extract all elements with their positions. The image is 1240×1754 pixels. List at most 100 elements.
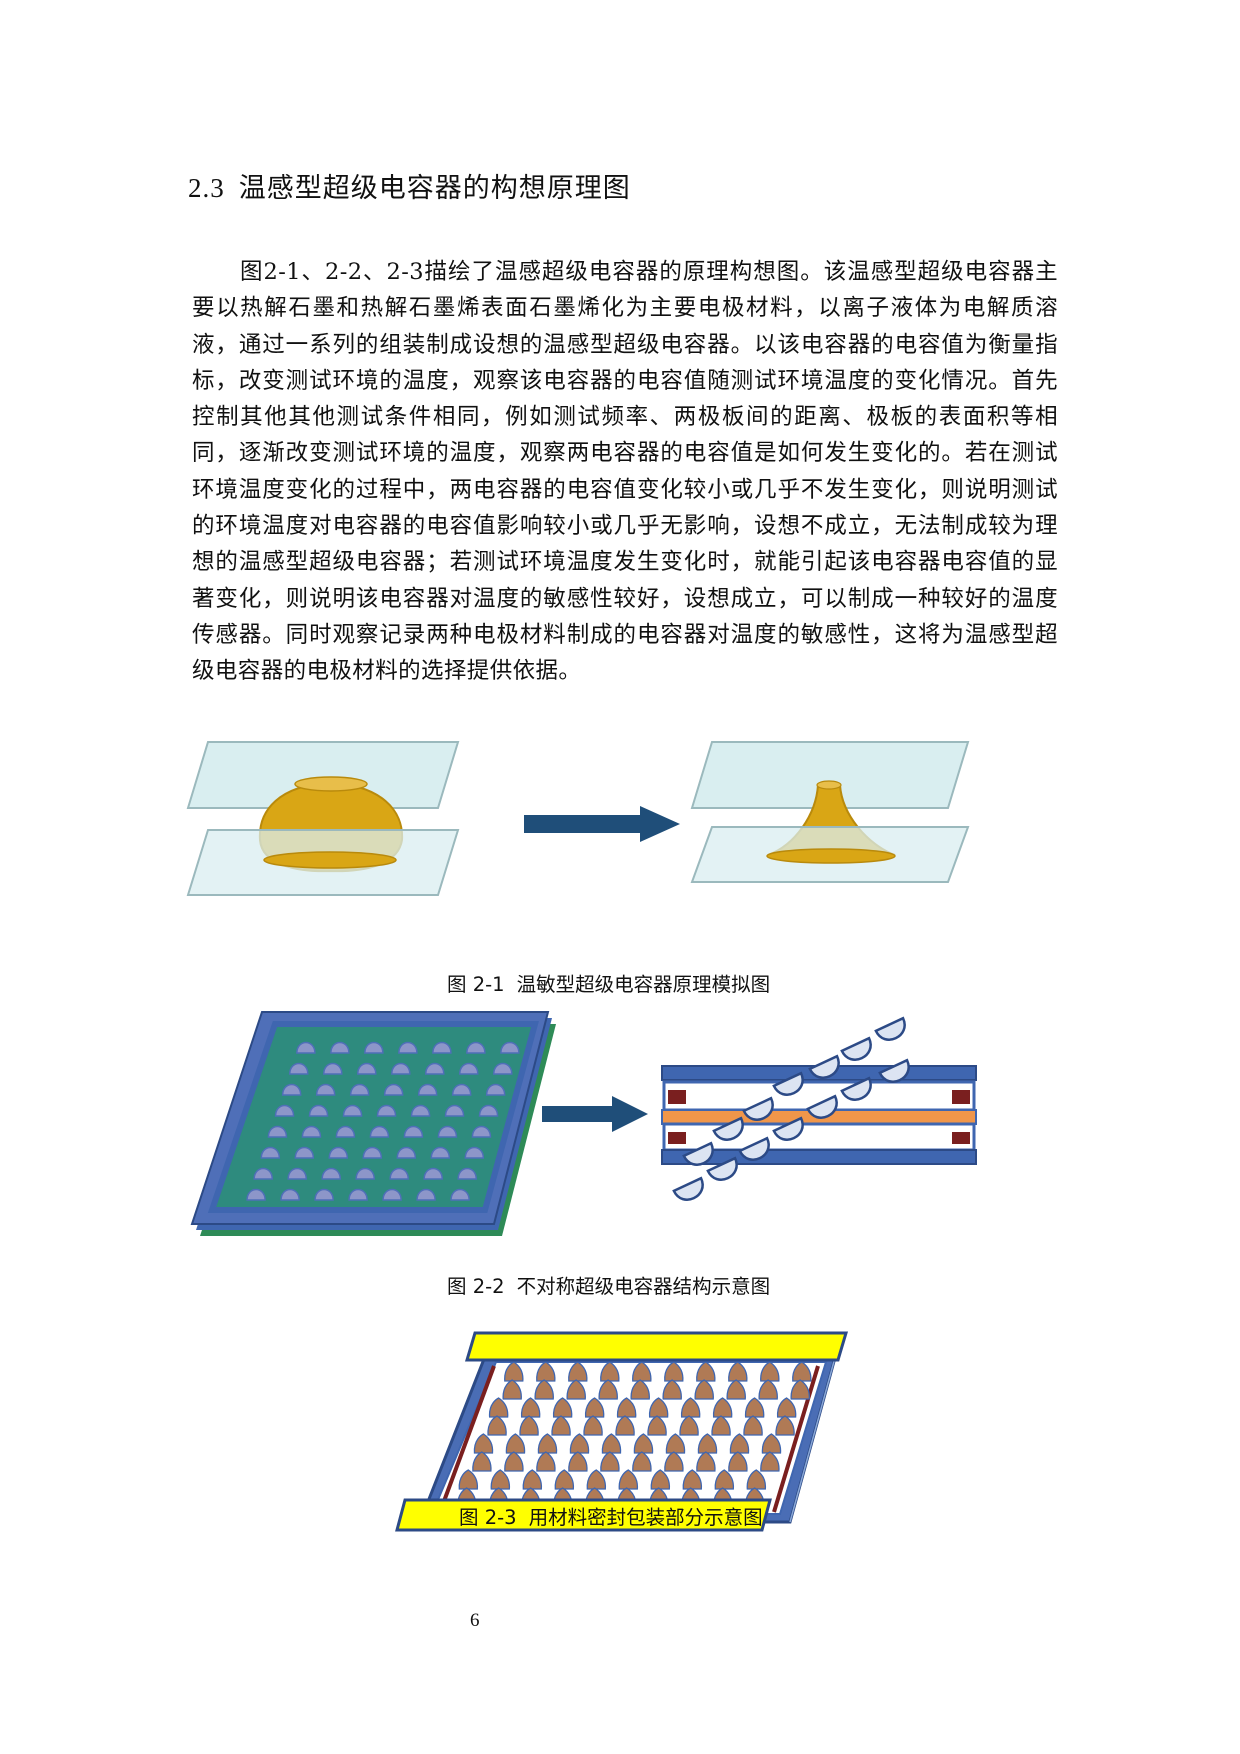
- packed-particle: [664, 1361, 684, 1382]
- packed-particle: [487, 1415, 507, 1436]
- packed-particle: [583, 1415, 603, 1436]
- ion-particle: [772, 1071, 804, 1096]
- packed-particle: [712, 1397, 733, 1418]
- figure-2-1-caption: 图 2-1 温敏型超级电容器原理模拟图: [447, 968, 770, 997]
- electrode-particle: [246, 1188, 266, 1201]
- electrode-particle: [464, 1146, 485, 1159]
- electrode-particle: [403, 1125, 424, 1138]
- ion-particle: [808, 1054, 840, 1079]
- electrode-particle: [416, 1188, 436, 1201]
- electrode-particle: [280, 1188, 300, 1201]
- packed-particle: [568, 1451, 588, 1472]
- electrode-particle: [364, 1041, 384, 1054]
- packed-particle: [568, 1361, 588, 1382]
- ion-particle: [706, 1156, 738, 1181]
- electrode-particle: [348, 1188, 368, 1201]
- electrode-particle: [321, 1167, 341, 1180]
- electrode-particle: [430, 1146, 451, 1159]
- electrode-particle: [398, 1041, 418, 1054]
- packed-particle: [615, 1415, 635, 1436]
- electrode-particle: [376, 1104, 397, 1117]
- electrode-particle: [471, 1125, 492, 1138]
- ion-particle: [840, 1076, 872, 1101]
- electrode-particle: [323, 1062, 343, 1075]
- ion-particle: [806, 1094, 838, 1119]
- packed-particle: [536, 1451, 556, 1472]
- figure-2-1-number: 图 2-1: [447, 973, 505, 996]
- packed-particle: [746, 1469, 766, 1490]
- ion-particle: [738, 1136, 770, 1161]
- packed-particle: [664, 1451, 684, 1472]
- packed-particle: [601, 1433, 622, 1454]
- figure-2-3-number: 图 2-3: [459, 1506, 517, 1529]
- packed-particle: [728, 1361, 748, 1382]
- packed-particle: [632, 1361, 652, 1382]
- ion-particles: [672, 1016, 910, 1201]
- electrode-particle: [287, 1167, 307, 1180]
- packed-particle: [744, 1397, 765, 1418]
- electrode-particle: [459, 1062, 479, 1075]
- packed-particle: [792, 1361, 812, 1382]
- electrode-particle: [349, 1083, 370, 1096]
- packed-particle: [569, 1433, 590, 1454]
- electrode-particle: [267, 1125, 288, 1138]
- electrode-particle: [383, 1083, 404, 1096]
- packed-particle: [490, 1469, 510, 1490]
- electrode-particle: [301, 1125, 322, 1138]
- top-seal-bar: [464, 1331, 849, 1362]
- packed-particle: [522, 1469, 542, 1490]
- packed-particle: [534, 1379, 554, 1400]
- packed-particle: [662, 1379, 682, 1400]
- electrode-particle: [391, 1062, 411, 1075]
- electrode-particle: [382, 1188, 402, 1201]
- electrode-particle: [315, 1083, 336, 1096]
- packed-particle: [633, 1433, 654, 1454]
- electrode-particle: [444, 1104, 465, 1117]
- figure-2-1-title: 温敏型超级电容器原理模拟图: [516, 973, 771, 996]
- ion-particle: [874, 1016, 906, 1041]
- section-number: 2.3: [188, 173, 225, 203]
- packed-particle: [647, 1415, 667, 1436]
- electrode-particle: [410, 1104, 431, 1117]
- packed-particle: [758, 1379, 778, 1400]
- packed-particle: [504, 1451, 524, 1472]
- electrode-particle: [369, 1125, 390, 1138]
- electrode-particle: [296, 1041, 316, 1054]
- packed-particle: [630, 1379, 650, 1400]
- electrode-particle: [335, 1125, 356, 1138]
- packed-particle: [600, 1451, 620, 1472]
- electrode-particle: [357, 1062, 377, 1075]
- packed-particle: [776, 1397, 797, 1418]
- electrode-particles: [246, 1041, 520, 1201]
- transition-arrow: [524, 806, 680, 842]
- packed-particle: [726, 1379, 746, 1400]
- packed-particle: [665, 1433, 686, 1454]
- electrode-particle: [253, 1167, 273, 1180]
- packed-particle: [586, 1469, 606, 1490]
- electrode-particle: [485, 1083, 506, 1096]
- packed-particle: [650, 1469, 670, 1490]
- electrode-particle: [314, 1188, 334, 1201]
- ion-particle: [742, 1096, 774, 1121]
- packed-particle: [504, 1361, 524, 1382]
- electrode-particle: [289, 1062, 309, 1075]
- electrode-particle: [451, 1083, 472, 1096]
- ion-particle: [772, 1116, 804, 1141]
- electrode-particle: [450, 1188, 470, 1201]
- packed-particle: [760, 1361, 780, 1382]
- packed-particle: [790, 1379, 810, 1400]
- electrode-particle: [355, 1167, 375, 1180]
- packed-particle: [505, 1433, 526, 1454]
- body-paragraph: 图2-1、2-2、2-3描绘了温感超级电容器的原理构想图。该温感型超级电容器主要…: [192, 259, 1058, 685]
- packed-particle: [728, 1451, 748, 1472]
- electrode-particle: [260, 1146, 281, 1159]
- packed-particle: [711, 1415, 731, 1436]
- packed-particle: [552, 1397, 573, 1418]
- electrode-particle: [417, 1083, 438, 1096]
- packed-particle: [696, 1361, 716, 1382]
- packed-particle: [537, 1433, 558, 1454]
